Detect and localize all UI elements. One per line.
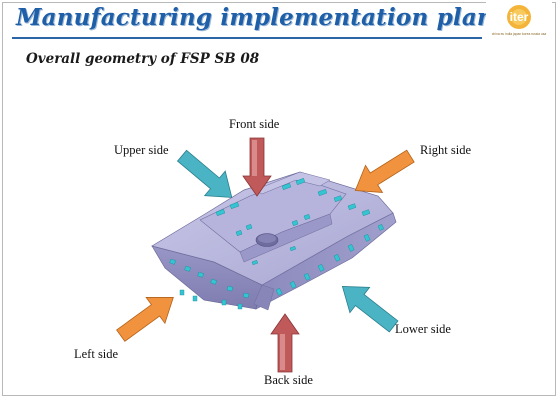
logo-wordmark: iter bbox=[510, 10, 529, 24]
lower-side-arrow bbox=[341, 286, 399, 333]
slide-title: Manufacturing implementation plan bbox=[16, 4, 494, 31]
title-underline bbox=[12, 37, 482, 39]
back-side-label: Back side bbox=[264, 373, 313, 387]
logo-tagline: china eu india japan korea russia usa bbox=[492, 32, 547, 36]
fsp-sb-08-part bbox=[151, 171, 397, 311]
lower-side-label: Lower side bbox=[395, 322, 451, 336]
left-side-label: Left side bbox=[74, 347, 119, 361]
slide-frame bbox=[2, 2, 556, 396]
upper-side-arrow bbox=[176, 149, 233, 198]
slide-subtitle: Overall geometry of FSP SB 08 bbox=[26, 51, 260, 67]
front-side-label: Front side bbox=[229, 117, 280, 131]
slide-header: Manufacturing implementation plan iter c… bbox=[0, 0, 560, 44]
front-side-arrow bbox=[242, 137, 272, 197]
back-side-arrow bbox=[270, 313, 300, 373]
left-side-arrow bbox=[116, 297, 174, 342]
iter-logo: iter china eu india japan korea russia u… bbox=[486, 2, 552, 42]
upper-side-label: Upper side bbox=[114, 143, 169, 157]
right-side-arrow bbox=[354, 149, 415, 193]
right-side-label: Right side bbox=[420, 143, 472, 157]
